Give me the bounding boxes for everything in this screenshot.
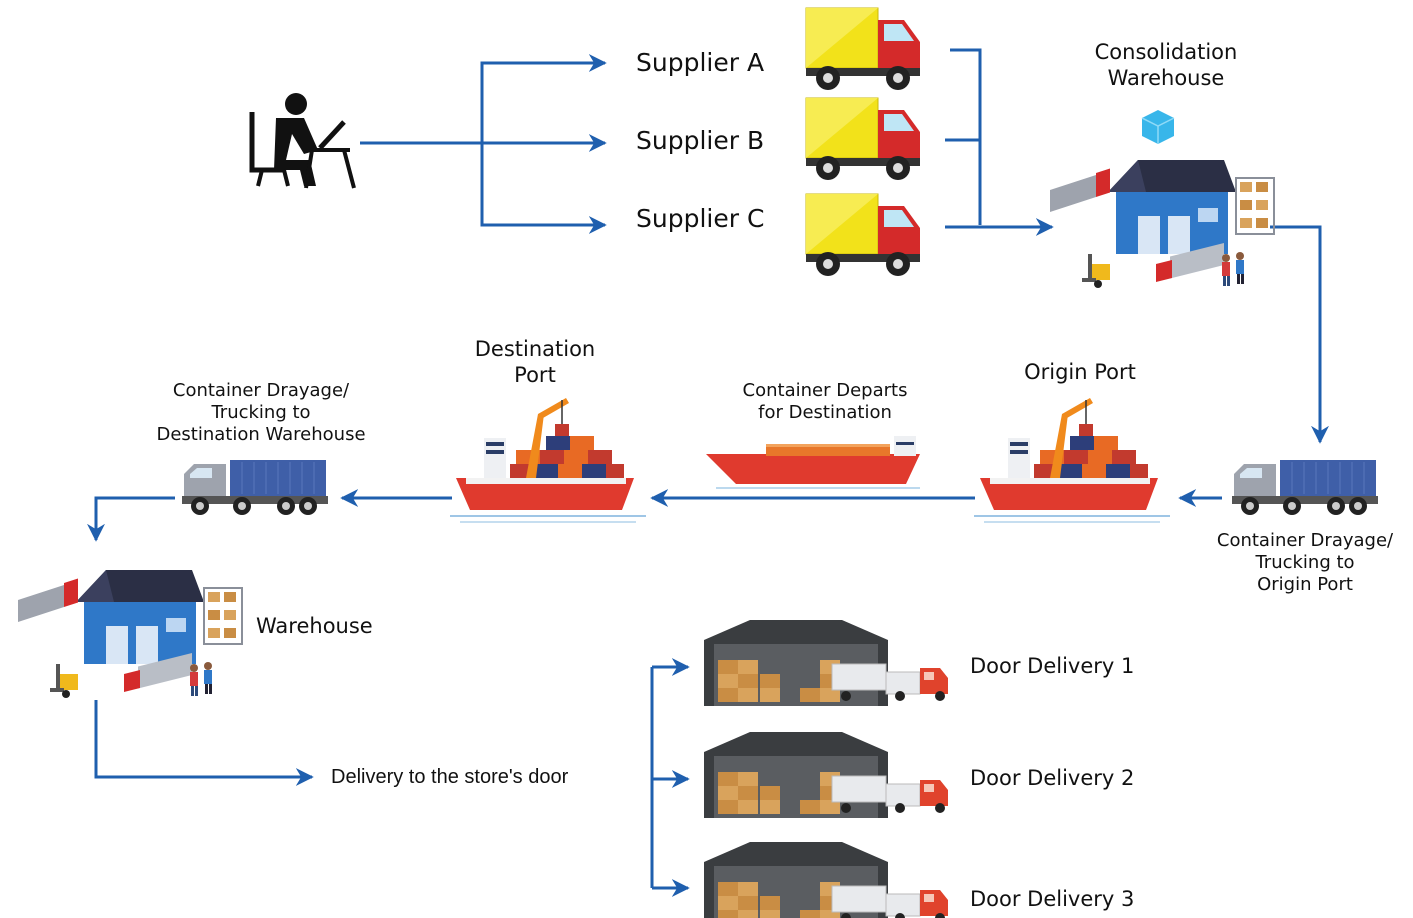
arrow-to-supplier-c bbox=[480, 143, 607, 234]
store-delivery-label: Delivery to the store's door bbox=[331, 766, 569, 788]
trucking-destination-line-1: Container Drayage/ bbox=[172, 380, 350, 401]
supplier-c-label: Supplier C bbox=[636, 204, 765, 233]
trucking-destination-line-3: Destination Warehouse bbox=[156, 423, 366, 445]
warehouse-label: Warehouse bbox=[256, 614, 373, 638]
consolidation-warehouse-icon bbox=[1049, 110, 1275, 289]
trucking-origin-line-2: Trucking to bbox=[1255, 551, 1355, 573]
destination-port-line-1: Destination bbox=[474, 337, 596, 361]
consolidation-warehouse-label: Consolidation Warehouse bbox=[1086, 40, 1246, 91]
consolidation-line-1: Consolidation bbox=[1094, 40, 1238, 64]
supplier-a-truck-icon bbox=[805, 7, 921, 91]
person-at-computer-icon bbox=[249, 93, 356, 189]
destination-port-label: Destination Port bbox=[460, 337, 610, 388]
trucking-origin-line-3: Origin Port bbox=[1257, 573, 1353, 595]
supplier-a-label: Supplier A bbox=[636, 48, 765, 77]
supplier-b-label: Supplier B bbox=[636, 126, 765, 155]
departs-line-2: for Destination bbox=[758, 401, 892, 423]
destination-port-ship-icon bbox=[449, 397, 647, 523]
origin-port-ship-icon bbox=[973, 397, 1171, 523]
bracket-suppliers bbox=[945, 48, 982, 225]
origin-container-truck-icon bbox=[1231, 459, 1379, 516]
door-delivery-3-icon bbox=[703, 841, 949, 918]
consolidation-line-2: Warehouse bbox=[1107, 65, 1225, 90]
door-delivery-2-icon bbox=[703, 731, 949, 819]
arrow-to-supplier-a bbox=[480, 54, 607, 143]
departing-ship-icon bbox=[706, 436, 920, 489]
door-delivery-1-label: Door Delivery 1 bbox=[970, 654, 1135, 678]
arrow-truck-to-warehouse bbox=[87, 496, 175, 542]
flow-arrows bbox=[87, 48, 1329, 897]
warehouse-icon bbox=[17, 569, 243, 699]
trucking-origin-line-1: Container Drayage/ bbox=[1216, 530, 1394, 551]
container-departs-label: Container Departs for Destination bbox=[730, 380, 920, 424]
arrow-warehouse-to-store bbox=[94, 700, 314, 786]
destination-port-line-2: Port bbox=[514, 362, 556, 387]
origin-port-label: Origin Port bbox=[1024, 360, 1136, 384]
departs-line-1: Container Departs bbox=[742, 380, 908, 401]
door-delivery-2-label: Door Delivery 2 bbox=[970, 766, 1135, 790]
trucking-destination-label: Container Drayage/ Trucking to Destinati… bbox=[152, 380, 370, 446]
arrow-consolidation-to-truck bbox=[1270, 225, 1329, 444]
trucking-origin-label: Container Drayage/ Trucking to Origin Po… bbox=[1210, 530, 1400, 596]
trucking-destination-line-2: Trucking to bbox=[211, 401, 311, 423]
door-delivery-1-icon bbox=[703, 619, 949, 707]
supplier-c-truck-icon bbox=[805, 193, 921, 277]
destination-container-truck-icon bbox=[181, 459, 329, 516]
door-delivery-3-label: Door Delivery 3 bbox=[970, 887, 1135, 911]
box-icon bbox=[1141, 110, 1175, 144]
supplier-b-truck-icon bbox=[805, 97, 921, 181]
